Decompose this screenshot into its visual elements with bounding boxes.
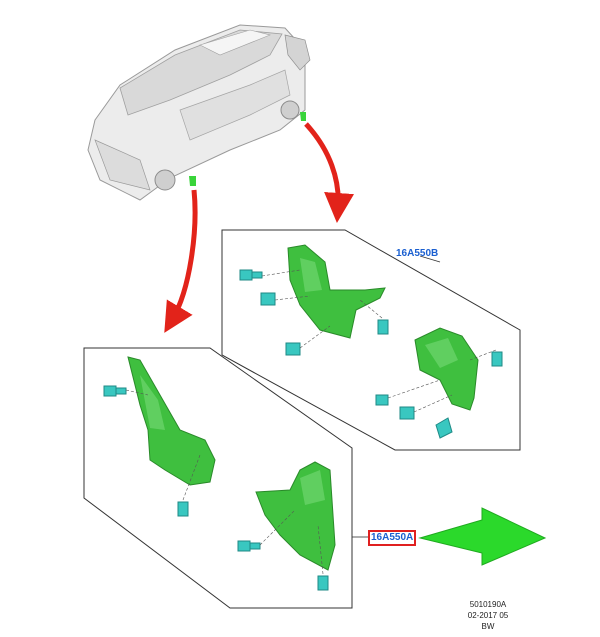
- date-code: 02-2017 05: [467, 611, 509, 620]
- rear-arrow-icon: [304, 122, 355, 223]
- front-mud-flap-icon: [255, 461, 336, 571]
- retainer-clip-icon: [399, 406, 415, 420]
- rear-kit-frame: [221, 229, 521, 451]
- rear-callout-leader: [419, 255, 441, 263]
- push-clip-icon: [237, 540, 261, 552]
- screw-icon: [377, 319, 389, 335]
- variant-code: BW: [481, 622, 495, 631]
- indicator-arrow-icon: [418, 507, 547, 566]
- screw-icon: [177, 501, 189, 517]
- assembly-guides: [125, 389, 324, 575]
- front-part-number[interactable]: 16A550A: [368, 530, 417, 546]
- front-arrow-icon: [164, 189, 198, 333]
- screw-icon: [317, 575, 329, 591]
- retainer-clip-icon: [260, 292, 276, 306]
- rear-mud-flap-icon: [414, 327, 479, 411]
- retainer-clip-icon: [285, 342, 301, 356]
- rear-part-number[interactable]: 16A550B: [396, 248, 439, 259]
- push-clip-icon: [103, 385, 127, 397]
- vehicle-icon: [87, 24, 311, 201]
- retainer-clip-icon: [435, 417, 453, 439]
- front-mud-flap-icon: [127, 356, 216, 486]
- assembly-guides: [261, 269, 497, 413]
- rear-mud-flap-icon: [287, 244, 386, 339]
- push-clip-icon: [239, 269, 263, 281]
- push-clip-icon: [375, 394, 389, 406]
- front-kit-frame: [83, 347, 353, 609]
- screw-icon: [491, 351, 503, 367]
- diagram-id: 5010190A: [469, 600, 507, 609]
